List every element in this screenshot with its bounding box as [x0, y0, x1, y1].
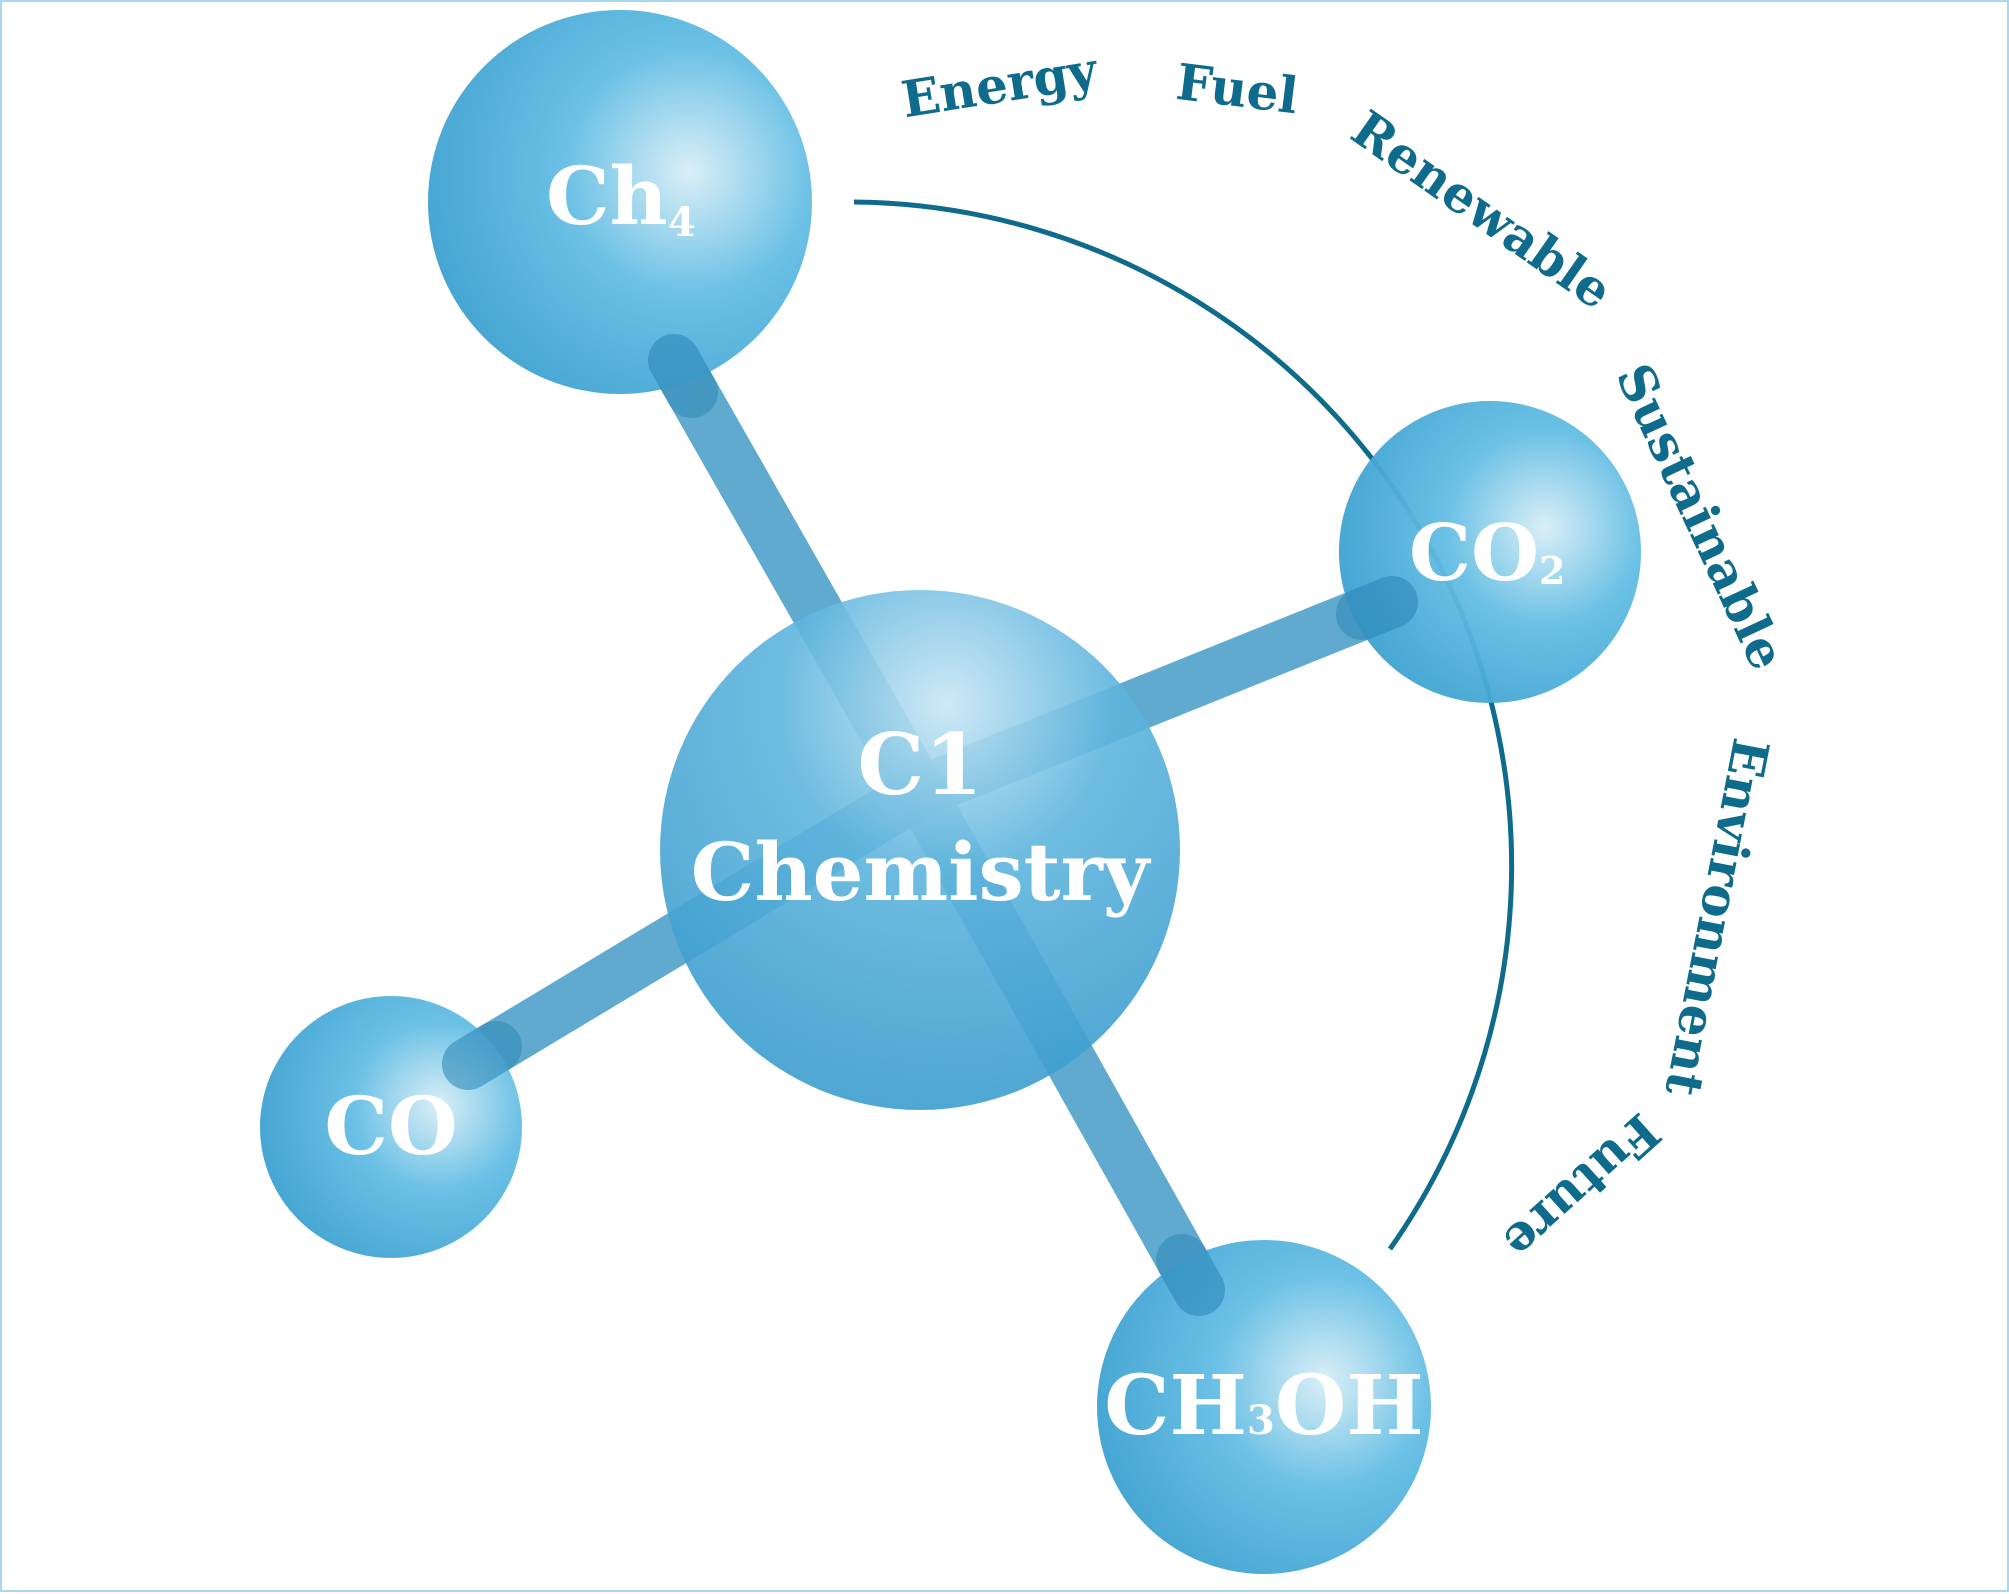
center-label-line1: C1 [857, 715, 982, 814]
label-ch3oh-pre: CH [1104, 1358, 1247, 1454]
label-co2: CO2 [1409, 508, 1565, 599]
label-ch3oh-sub: 3 [1247, 1397, 1275, 1444]
label-ch3oh: CH3OH [1104, 1358, 1424, 1454]
label-co2-sub: 2 [1539, 548, 1565, 593]
label-ch4: Ch4 [546, 149, 696, 246]
label-ch4-sub: 4 [668, 199, 696, 246]
sphere-ch3oh [1097, 1240, 1431, 1574]
sphere-co2 [1339, 401, 1641, 703]
label-ch4-main: Ch [546, 149, 668, 243]
label-ch3oh-post: OH [1275, 1358, 1424, 1454]
arc-word-renewable: Renewable [1341, 99, 1623, 321]
label-co2-main: CO [1409, 508, 1539, 599]
arc-word-fuel: Fuel [1173, 52, 1301, 125]
arc-word-environment: Environment [1654, 734, 1781, 1101]
arc-word-energy: Energy [898, 40, 1103, 129]
arc-word-future: Future [1492, 1102, 1672, 1272]
sphere-ch4 [428, 10, 812, 394]
center-label-line2: Chemistry [691, 825, 1152, 919]
sphere-center [660, 590, 1180, 1110]
label-co: CO [324, 1079, 457, 1173]
